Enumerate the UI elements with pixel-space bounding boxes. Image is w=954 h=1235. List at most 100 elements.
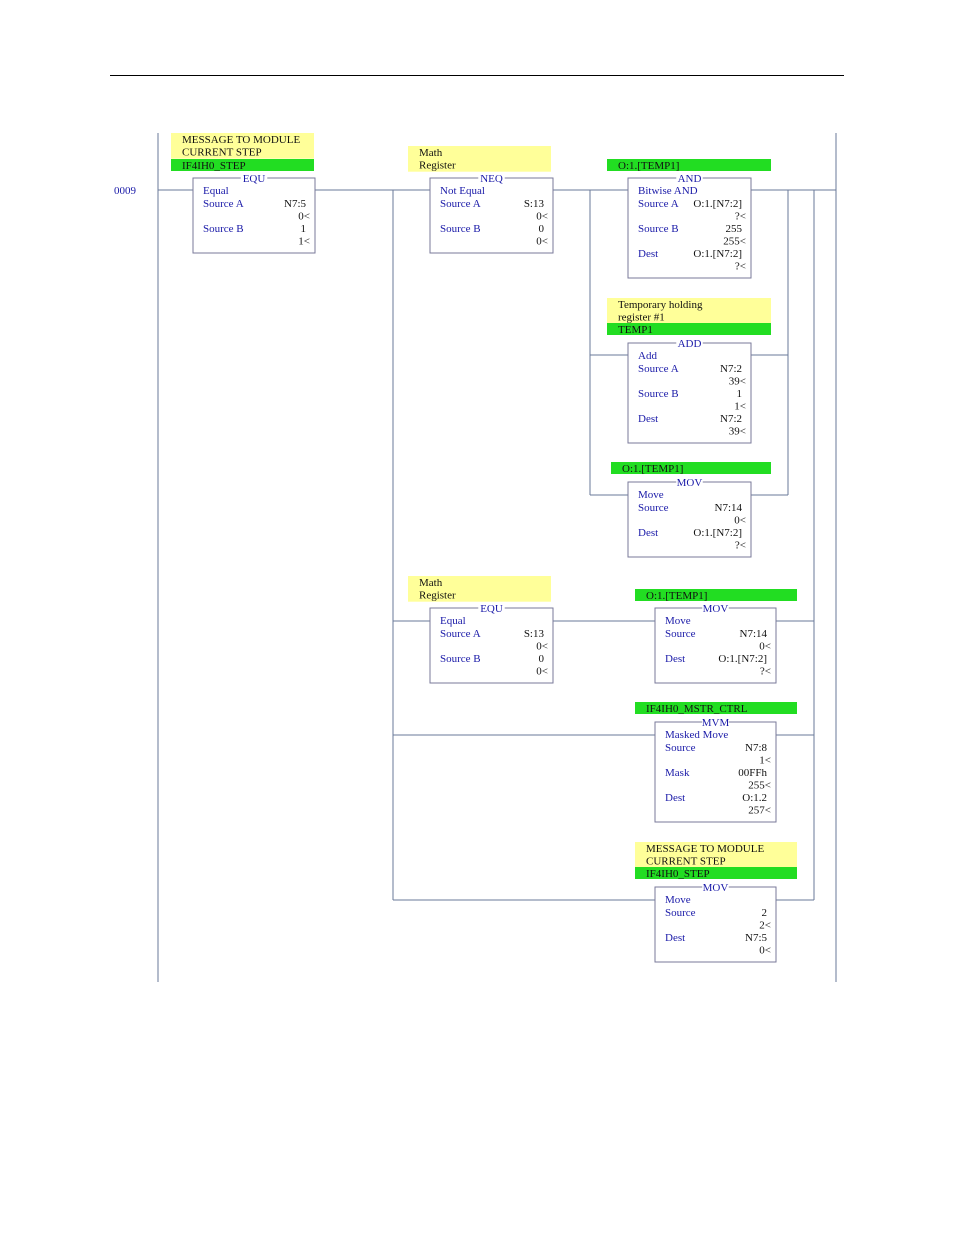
instruction-box[interactable] [627,177,752,279]
operand-live-value: ?< [735,211,746,223]
comment-background [607,310,771,324]
instruction-box[interactable] [627,481,752,558]
instruction-title: ADD [678,338,702,350]
instruction-box[interactable] [429,607,554,684]
operand-live-value: 255< [748,780,771,792]
instruction-symbol: IF4IH0_STEP [646,868,710,880]
operand-live-value: 255< [723,236,746,248]
instruction-title: NEQ [480,173,503,185]
operand-live-value: 2< [759,920,771,932]
operand-live-value: 0< [298,211,310,223]
operand-label: Source A [638,363,679,375]
comment-background [607,298,771,312]
operand-label: Source B [203,223,244,235]
operand-value: N7:14 [740,628,768,640]
operand-live-value: 39< [729,426,746,438]
symbol-background [607,159,771,171]
instruction-name: Move [665,615,691,627]
instruction-symbol: TEMP1 [618,324,653,336]
instruction-comment: MESSAGE TO MODULE [182,134,300,146]
title-gap [702,604,729,612]
title-gap [240,174,268,182]
instruction-comment: Math [419,577,443,589]
operand-label: Dest [665,792,685,804]
operand-live-value: 1< [759,755,771,767]
operand-label: Source A [638,198,679,210]
title-gap [676,339,703,347]
comment-background [635,854,797,868]
operand-live-value: ?< [735,540,746,552]
symbol-background [635,702,797,714]
instruction-name: Not Equal [440,185,485,197]
operand-value: N7:8 [745,742,768,754]
instruction-title: EQU [243,173,266,185]
operand-label: Source A [440,198,481,210]
operand-label: Source B [440,223,481,235]
title-gap [702,718,729,726]
operand-live-value: 0< [536,236,548,248]
instruction-name: Masked Move [665,729,728,741]
title-gap [478,604,505,612]
instruction-comment: Temporary holding [618,299,703,311]
rung-number[interactable]: 0009 [114,185,137,197]
instruction-box[interactable] [654,607,777,684]
instruction-comment: MESSAGE TO MODULE [646,843,764,855]
instruction-symbol: IF4IH0_STEP [182,160,246,172]
operand-value: N7:5 [745,932,768,944]
operand-value: O:1.[N7:2] [693,248,742,260]
operand-live-value: 257< [748,805,771,817]
instruction-box[interactable] [429,177,554,254]
operand-label: Source B [638,388,679,400]
instruction-title: MOV [677,477,703,489]
comment-background [408,158,551,172]
symbol-background [611,462,771,474]
symbol-background [635,867,797,879]
operand-value: 2 [762,907,768,919]
operand-live-value: 39< [729,376,746,388]
operand-label: Source B [440,653,481,665]
operand-value: N7:5 [284,198,307,210]
instruction-name: Equal [203,185,229,197]
instruction-name: Equal [440,615,466,627]
instruction-box[interactable] [627,342,752,444]
instruction-name: Bitwise AND [638,185,698,197]
operand-label: Dest [638,527,658,539]
operand-value: 00FFh [738,767,767,779]
instruction-box[interactable] [654,886,777,963]
title-gap [702,883,729,891]
operand-value: N7:2 [720,363,742,375]
operand-value: N7:14 [715,502,743,514]
operand-label: Mask [665,767,690,779]
instruction-title: MOV [703,882,729,894]
instruction-box[interactable] [654,721,777,823]
operand-label: Dest [665,653,685,665]
operand-label: Source [638,502,669,514]
comment-background [635,842,797,856]
instruction-name: Move [665,894,691,906]
operand-label: Source [665,907,696,919]
rung-wiring [157,133,837,982]
title-gap [676,174,703,182]
instruction-title: EQU [480,603,503,615]
instruction-comment: Register [419,590,456,602]
instruction-title: AND [678,173,702,185]
operand-live-value: 0< [536,666,548,678]
page-header-rule [110,75,844,76]
operand-value: 255 [726,223,743,235]
comment-background [408,588,551,602]
instruction-box[interactable] [192,177,316,254]
instruction-symbol: O:1.[TEMP1] [622,463,683,475]
symbol-background [635,589,797,601]
operand-label: Dest [665,932,685,944]
operand-live-value: ?< [760,666,771,678]
